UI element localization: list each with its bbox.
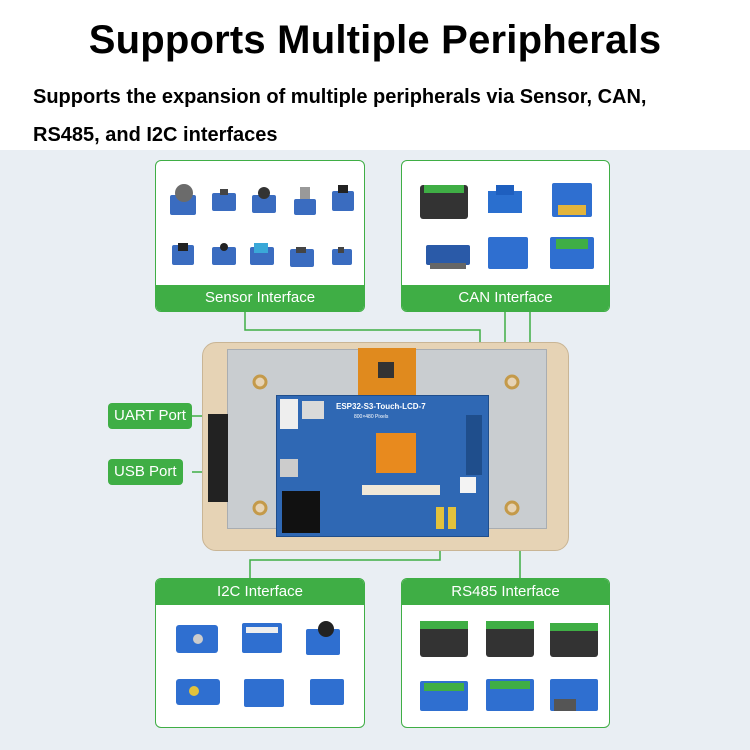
board-resolution-text: 800×480 Pixels <box>354 414 389 420</box>
rs485-interface-label: RS485 Interface <box>402 579 609 605</box>
can-interface-label: CAN Interface <box>402 285 609 311</box>
i2c-interface-label: I2C Interface <box>156 579 364 605</box>
board-components: ESP32-S3-Touch-LCD-7 800×480 Pixels <box>280 399 482 533</box>
subtitle-line-1: Supports the expansion of multiple perip… <box>33 86 647 108</box>
page-title: Supports Multiple Peripherals <box>88 18 662 62</box>
usb-port-tag: USB Port <box>108 459 183 485</box>
can-interface-card: CAN Interface <box>401 160 610 312</box>
board-name-text: ESP32-S3-Touch-LCD-7 <box>336 402 426 411</box>
enclosure-details <box>208 348 520 516</box>
rs485-interface-card: RS485 Interface <box>401 578 610 728</box>
rs485-modules-image <box>420 621 598 711</box>
sensor-modules-image <box>170 184 354 267</box>
sensor-interface-card: Sensor Interface <box>155 160 365 312</box>
can-modules-image <box>420 183 594 269</box>
sensor-interface-label: Sensor Interface <box>156 285 364 311</box>
i2c-interface-card: I2C Interface <box>155 578 365 728</box>
i2c-modules-image <box>176 621 344 707</box>
subtitle-line-2: RS485, and I2C interfaces <box>33 124 278 146</box>
uart-port-tag: UART Port <box>108 403 192 429</box>
